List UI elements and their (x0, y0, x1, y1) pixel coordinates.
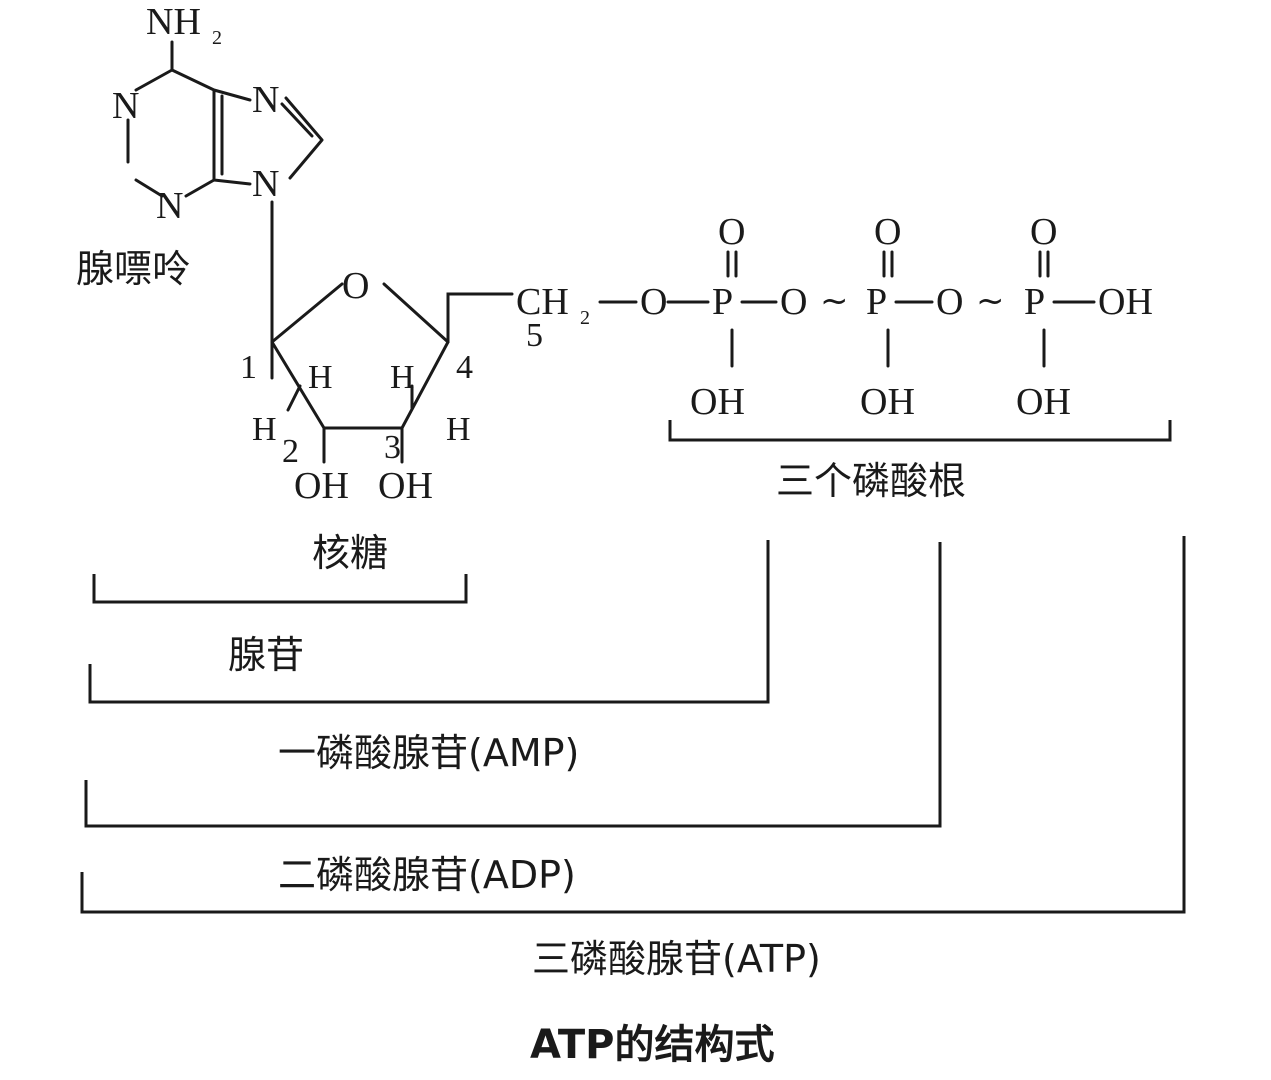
bridge-oxygen-3: O (936, 281, 963, 323)
adp-label: 二磷酸腺苷(ADP) (278, 853, 576, 897)
phosphorus-alpha: P (712, 281, 733, 323)
bridge-oxygen-1: O (640, 281, 667, 323)
phosphate-oh-bottom-3: OH (1016, 381, 1071, 423)
atp-label: 三磷酸腺苷(ATP) (532, 937, 821, 981)
adenine-n1-label: N (112, 85, 139, 127)
phosphate-chain-group: CH 2 O P O ~ P O ~ P OH O O O OH OH OH 三… (446, 211, 1172, 503)
adenine-group: NH 2 N N N N 腺嘌呤 (76, 1, 324, 291)
phosphate-label: 三个磷酸根 (776, 459, 966, 503)
amino-subscript: 2 (212, 27, 222, 49)
phosphate-bracket (668, 420, 1172, 442)
ribose-group: O 1 4 3 2 5 H H H H H OH OH 核糖 (240, 265, 543, 575)
phosphate-oxygen-top-3: O (1030, 211, 1057, 253)
adenosine-label: 腺苷 (228, 633, 304, 677)
phosphate-oxygen-top-1: O (718, 211, 745, 253)
atp-bracket (80, 536, 1186, 914)
adp-bracket (84, 542, 942, 828)
ch2-subscript: 2 (580, 307, 590, 329)
terminal-hydroxyl: OH (1098, 281, 1153, 323)
phosphate-chain-bonds (598, 250, 1096, 368)
adenine-n9-label: N (252, 163, 279, 205)
carbon-4-label: 4 (456, 349, 473, 386)
bridge-oxygen-2: O (780, 281, 807, 323)
adenine-label: 腺嘌呤 (76, 247, 190, 291)
phosphorus-gamma: P (1024, 281, 1045, 323)
ribose-h2-label: H (252, 411, 277, 448)
ribose-ring-oxygen: O (342, 265, 369, 307)
ribose-h-hidden: H (396, 339, 421, 376)
carbon-5-label: 5 (526, 317, 543, 354)
amp-label: 一磷酸腺苷(AMP) (278, 731, 579, 775)
ribose-label: 核糖 (312, 531, 388, 575)
molecule-brackets: 腺苷 一磷酸腺苷(AMP) 二磷酸腺苷(ADP) 三磷酸腺苷(ATP) (80, 536, 1186, 981)
phosphate-oxygen-top-2: O (874, 211, 901, 253)
amp-bracket (88, 540, 770, 704)
adenine-n3-label: N (156, 185, 183, 227)
phosphate-oh-bottom-2: OH (860, 381, 915, 423)
carbon-1-label: 1 (240, 349, 257, 386)
high-energy-bond-2: ~ (976, 281, 1005, 321)
c4-to-c5-bond (446, 292, 514, 344)
ribose-h-upper-left: H (308, 359, 333, 396)
ribose-h-upper-right: H (390, 359, 415, 396)
amino-group-label: NH (146, 1, 201, 43)
ribose-h-right: H (446, 411, 471, 448)
adenine-n7-label: N (252, 79, 279, 121)
ribose-ring-bonds (270, 282, 450, 430)
ribose-oh-left: OH (294, 465, 349, 507)
high-energy-bond-1: ~ (820, 281, 849, 321)
diagram-caption: ATP的结构式 (530, 1022, 774, 1068)
adenine-ring-bonds (126, 40, 324, 198)
carbon-2-label: 2 (282, 433, 299, 470)
carbon-3-label: 3 (384, 429, 401, 466)
phosphate-oh-bottom-1: OH (690, 381, 745, 423)
adenosine-bracket (92, 574, 468, 604)
ch2-label: CH (516, 281, 569, 323)
ribose-substituent-bonds (286, 384, 414, 464)
ribose-oh-right: OH (378, 465, 433, 507)
phosphorus-beta: P (866, 281, 887, 323)
